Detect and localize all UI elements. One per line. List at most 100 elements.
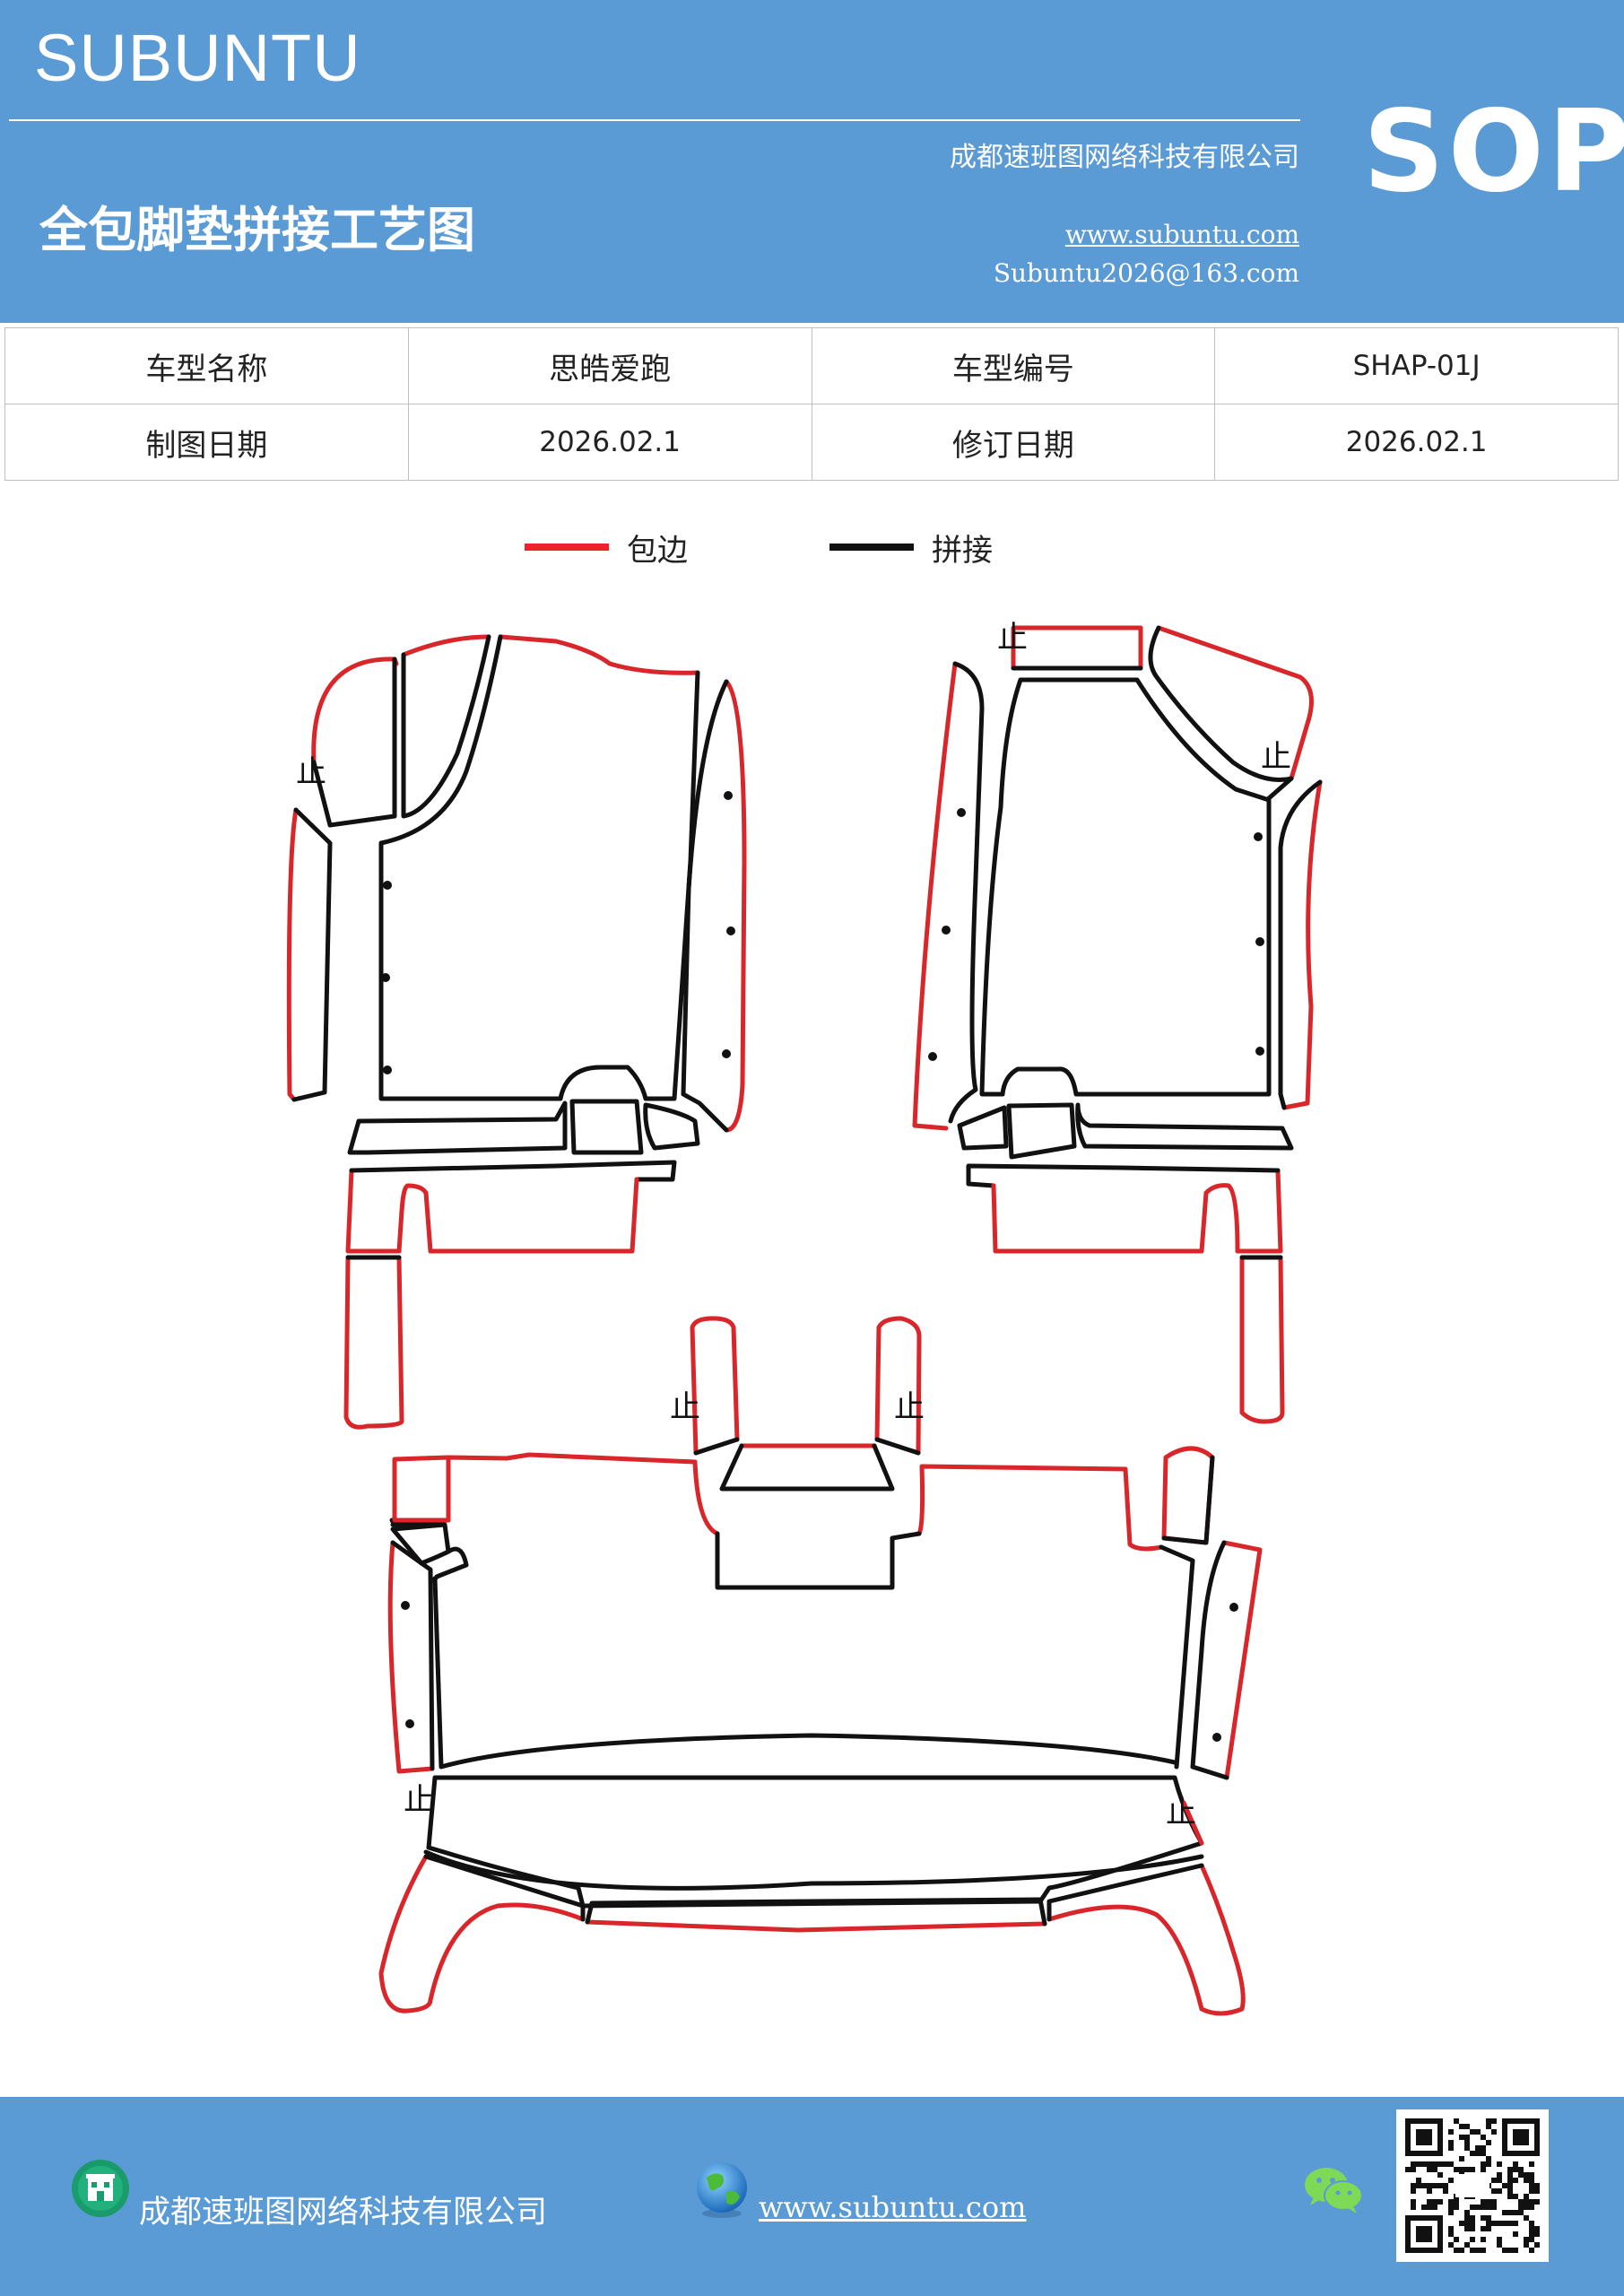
edge-binding (392, 1455, 451, 1523)
edge-binding (690, 1316, 740, 1456)
legend-label: 拼接 (932, 532, 993, 569)
front-right-mat: 止 止 (912, 620, 1323, 1424)
edge-binding (343, 1255, 404, 1430)
clip-dot (381, 973, 390, 982)
table-cell: 车型编号 (811, 327, 1216, 404)
edge-binding (1181, 1800, 1204, 1846)
vehicle-info-table: 车型名称 思皓爱跑 车型编号 SHAP-01J 制图日期 2026.02.1 修… (4, 327, 1619, 481)
seam-line (1190, 1540, 1229, 1780)
seam-line (1278, 779, 1323, 1110)
wechat-icon[interactable] (1303, 2164, 1364, 2216)
header-banner: SUBUNTU 成都速班图网络科技有限公司 全包脚垫拼接工艺图 www.subu… (0, 0, 1624, 323)
seam-line (1161, 1455, 1215, 1545)
edge-binding (912, 661, 958, 1131)
clip-dot (383, 881, 392, 890)
seam-line (390, 1540, 435, 1771)
seam-line (585, 1897, 1047, 1926)
edge-binding (585, 1919, 1047, 1933)
clip-dot (942, 926, 951, 935)
table-row: 制图日期 2026.02.1 修订日期 2026.02.1 (4, 404, 1619, 481)
seam-line (979, 677, 1272, 1097)
table-row: 车型名称 思皓爱跑 车型编号 SHAP-01J (4, 327, 1619, 404)
seam-line (311, 657, 397, 828)
clip-dot (722, 1049, 731, 1058)
edge-binding (692, 1459, 720, 1536)
seam-line (291, 807, 333, 1102)
clip-dot (724, 791, 733, 800)
stop-mark: 止 (1166, 1795, 1196, 1831)
clip-dot (405, 1719, 414, 1728)
clip-dot (1254, 832, 1263, 841)
seam-line (1046, 1863, 1204, 1922)
footer-company-name: 成都速班图网络科技有限公司 (139, 2195, 548, 2231)
edge-binding (991, 1183, 1240, 1254)
legend-item-edge: 包边 (525, 526, 688, 569)
table-cell: SHAP-01J (1214, 327, 1619, 404)
edge-binding (1046, 1863, 1246, 2016)
edge-binding (378, 1854, 586, 2013)
clip-dot (928, 1052, 937, 1061)
seam-line (569, 1099, 644, 1155)
edge-binding (1221, 1540, 1263, 1780)
seam-line (423, 1854, 586, 1922)
seam-line (423, 1849, 1204, 1891)
seam-line (1159, 1544, 1195, 1770)
seam-line (401, 634, 491, 819)
front-left-mat: 止 (286, 634, 747, 1430)
clip-dot (1212, 1733, 1221, 1742)
edge-binding (1281, 779, 1323, 1110)
email-address: Subuntu2026@163.com (993, 258, 1299, 288)
seam-line (874, 1437, 921, 1456)
seam-line (890, 1531, 922, 1541)
legend-swatch-red (525, 544, 609, 551)
seam-line (1075, 1102, 1294, 1151)
footer-website-link[interactable]: www.subuntu.com (759, 2190, 1027, 2224)
edge-binding (498, 634, 700, 675)
clip-dot (401, 1601, 410, 1610)
rear-mat: 止 止 止 止 (378, 1316, 1263, 2016)
seam-line (719, 1443, 895, 1492)
edge-binding (724, 679, 747, 1133)
edge-binding (401, 634, 491, 657)
clip-dot (383, 1065, 392, 1074)
edge-binding (874, 1316, 922, 1456)
qr-code (1396, 2109, 1549, 2262)
edge-binding (1239, 1255, 1285, 1424)
table-cell: 思皓爱跑 (407, 327, 812, 404)
stop-mark: 止 (894, 1389, 925, 1425)
clip-dot (726, 926, 735, 935)
edge-binding (396, 1177, 639, 1254)
edge-binding (1235, 1168, 1283, 1254)
table-cell: 车型名称 (4, 327, 409, 404)
table-cell: 制图日期 (4, 404, 409, 481)
seam-line (378, 634, 675, 1101)
stop-mark: 止 (670, 1389, 700, 1425)
edge-binding (387, 1540, 435, 1774)
stop-mark: 止 (296, 754, 326, 790)
seam-line (693, 1437, 740, 1456)
edge-binding (286, 807, 299, 1102)
seam-line (390, 1522, 451, 1566)
sop-badge: SOP (1363, 85, 1624, 217)
header-divider (9, 119, 1300, 121)
website-link[interactable]: www.subuntu.com (1064, 220, 1299, 249)
stop-mark: 止 (1261, 739, 1291, 775)
seam-line (957, 1105, 1009, 1151)
legend-swatch-black (829, 544, 914, 551)
clip-dot (1255, 937, 1264, 946)
edge-binding (446, 1452, 698, 1523)
brand-name: SUBUNTU (34, 21, 361, 95)
edge-binding (345, 1168, 402, 1254)
table-cell: 修订日期 (811, 404, 1216, 481)
edge-binding (1156, 625, 1314, 781)
clip-dot (957, 808, 966, 817)
globe-icon (697, 2162, 747, 2218)
table-cell: 2026.02.1 (407, 404, 812, 481)
seam-line (681, 679, 729, 1133)
seam-line (643, 1102, 700, 1151)
edge-binding (311, 657, 399, 765)
footer-banner: 成都速班图网络科技有限公司 www.subuntu.com (0, 2097, 1624, 2296)
edge-binding (1011, 625, 1143, 671)
legend-label: 包边 (627, 532, 688, 569)
table-cell: 2026.02.1 (1214, 404, 1619, 481)
